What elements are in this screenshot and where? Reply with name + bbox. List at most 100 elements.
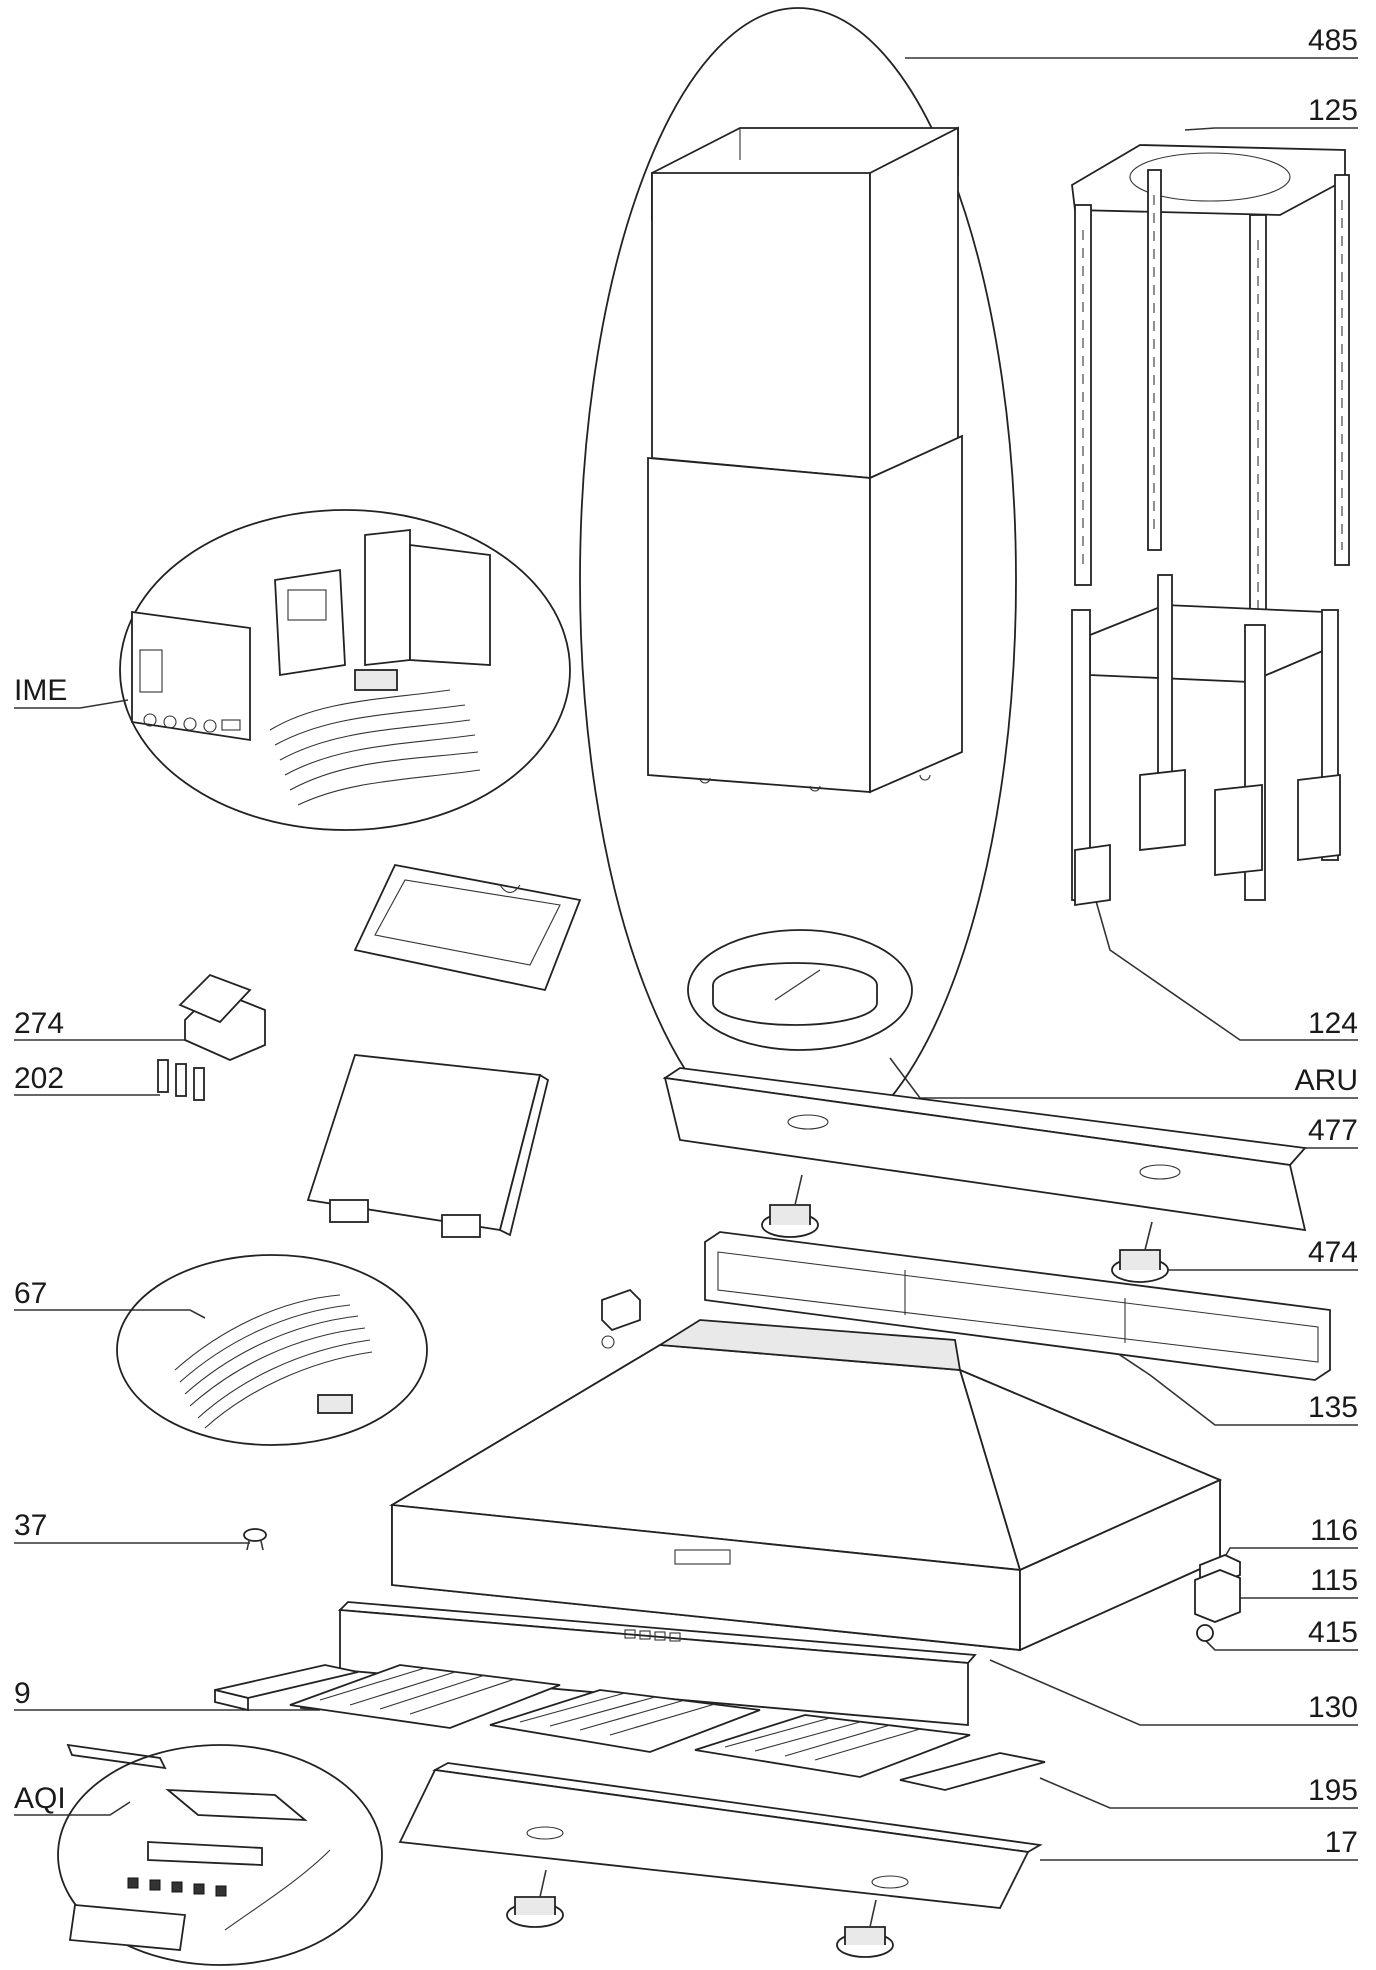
switch-block-body xyxy=(601,1288,641,1332)
clip-37-leg-1 xyxy=(246,1540,250,1551)
fuse-holders-202 xyxy=(157,1059,205,1101)
small-bracket-body xyxy=(66,1743,167,1770)
wiring-kit-67 xyxy=(116,1254,428,1446)
control-board xyxy=(131,610,251,742)
leader-124 xyxy=(1089,879,1358,1041)
leader-415 xyxy=(1204,1639,1358,1651)
clip-37-top xyxy=(243,1528,267,1542)
flange-wall xyxy=(712,985,878,1026)
lamp-a-wire xyxy=(794,1174,803,1206)
lower-frame-ring xyxy=(1089,604,1326,683)
electronics-bracket-right xyxy=(409,543,491,666)
label-115: 115 xyxy=(1310,1564,1358,1597)
leader-9 xyxy=(14,1707,321,1711)
lower-foot-1 xyxy=(1139,768,1186,852)
lower-lamp-b-body xyxy=(844,1926,886,1945)
callout-labels: 485 125 IME 124 274 ARU 202 477 67 474 1… xyxy=(14,24,1358,1859)
clip-37-leg-2 xyxy=(260,1540,264,1551)
label-aru: ARU xyxy=(1295,1064,1358,1097)
lower-foot-4 xyxy=(1074,843,1111,907)
label-130: 130 xyxy=(1308,1691,1358,1724)
fuse-1 xyxy=(157,1059,169,1093)
filter-1 xyxy=(289,1664,561,1729)
light-rail-477 xyxy=(662,1067,1307,1232)
label-124: 124 xyxy=(1308,1007,1358,1040)
control-kit-aqi xyxy=(57,1744,383,1966)
aqi-knobs xyxy=(127,1877,227,1897)
mount-plate-edge xyxy=(498,1073,550,1237)
mount-foot-left xyxy=(329,1199,369,1223)
leader-aru xyxy=(889,1057,1358,1099)
filter-3 xyxy=(694,1714,971,1778)
label-67: 67 xyxy=(14,1277,47,1310)
motor-cover-top xyxy=(353,863,582,992)
lower-foot-2 xyxy=(1214,783,1263,877)
chimney-notches xyxy=(699,774,931,792)
label-195: 195 xyxy=(1308,1774,1358,1807)
lower-chimney-front xyxy=(647,457,871,793)
label-125: 125 xyxy=(1308,94,1358,127)
frame-top-opening xyxy=(1129,152,1291,202)
hood-display-window xyxy=(674,1549,731,1565)
cover-tray-front xyxy=(353,863,582,992)
junction-box-lid xyxy=(178,973,252,1024)
wire-harness xyxy=(269,689,481,806)
electronics-kit-ime xyxy=(119,509,571,831)
filter-2 xyxy=(489,1689,761,1753)
filter-frame-135 xyxy=(704,1231,1331,1381)
grease-filters-9 xyxy=(214,1664,1046,1791)
lower-chimney-side xyxy=(869,434,963,794)
mount-foot-right xyxy=(441,1214,481,1238)
hood-body xyxy=(389,1319,1223,1652)
junction-box-274 xyxy=(178,973,266,1061)
switch-set-116-115-415 xyxy=(1194,1554,1241,1642)
board-buttons xyxy=(143,713,241,733)
frame-slots xyxy=(1082,195,1343,610)
lamp-a-body xyxy=(769,1204,811,1225)
aqi-cable xyxy=(224,1849,331,1931)
callout-oval-aru xyxy=(687,929,913,1051)
lamp-b-wire xyxy=(1144,1221,1153,1251)
clip-37 xyxy=(243,1528,267,1551)
lower-rail-face xyxy=(398,1769,1030,1909)
panel-face xyxy=(339,1609,969,1726)
lower-lamp-a-wire xyxy=(539,1869,547,1898)
leader-130 xyxy=(989,1659,1358,1726)
support-frame-125 xyxy=(1071,144,1350,626)
lamp-474-a xyxy=(761,1174,819,1238)
cover-tray-notch xyxy=(499,884,521,894)
chimney-cover-485 xyxy=(579,7,1017,1153)
terminal-block xyxy=(354,669,398,691)
callout-oval-ime xyxy=(119,509,571,831)
lamp-b-body xyxy=(1119,1249,1161,1270)
part-415 xyxy=(1196,1624,1214,1642)
small-bracket xyxy=(66,1743,167,1770)
label-202: 202 xyxy=(14,1062,64,1095)
aqi-front-plate xyxy=(68,1904,187,1951)
frame-top-plate xyxy=(1071,144,1346,216)
lower-foot-3 xyxy=(1297,773,1341,862)
switch-block-small xyxy=(601,1288,641,1349)
rail-hole-2 xyxy=(1139,1164,1181,1180)
lower-lamp-b-wire xyxy=(869,1899,877,1928)
lower-rail-hole-2 xyxy=(871,1875,909,1889)
lower-rail-hole-1 xyxy=(526,1826,564,1840)
rail-face xyxy=(663,1076,1307,1232)
label-17: 17 xyxy=(1325,1826,1358,1859)
label-37: 37 xyxy=(14,1509,47,1542)
label-477: 477 xyxy=(1308,1114,1358,1147)
panel-buttons xyxy=(624,1629,681,1642)
support-frame-124 xyxy=(1071,574,1341,907)
leader-195 xyxy=(1039,1777,1358,1809)
part-115 xyxy=(1194,1569,1241,1623)
frame-135-outer xyxy=(704,1231,1331,1381)
front-panel-130 xyxy=(337,1601,977,1726)
label-485: 485 xyxy=(1308,24,1358,57)
wiring-kit-terminal xyxy=(317,1394,353,1414)
label-135: 135 xyxy=(1308,1391,1358,1424)
fuse-3 xyxy=(193,1067,205,1101)
light-rail-17 xyxy=(398,1762,1043,1909)
label-474: 474 xyxy=(1308,1236,1358,1269)
aqi-bracket xyxy=(165,1788,308,1822)
